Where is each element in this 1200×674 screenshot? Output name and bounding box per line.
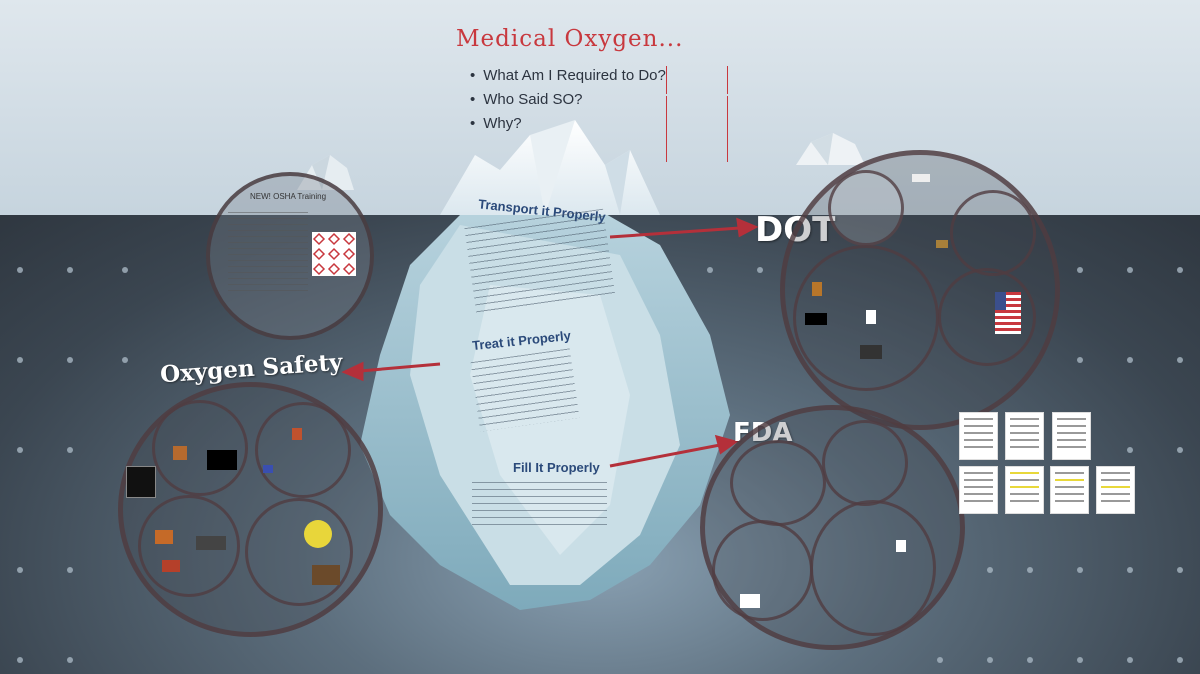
document-thumb[interactable]	[1050, 466, 1089, 514]
section-heading-fill[interactable]: Fill It Properly	[513, 460, 600, 475]
sea-dots	[17, 267, 1183, 663]
flag-icon	[995, 292, 1021, 334]
image-thumb	[162, 560, 180, 572]
subtopic-circle[interactable]	[828, 170, 904, 246]
question-item: Who Said SO?	[470, 88, 666, 112]
notes-box	[666, 66, 728, 94]
document-thumb[interactable]	[1005, 466, 1044, 514]
notes-box	[666, 128, 728, 162]
image-thumb	[292, 428, 302, 440]
hazard-icon	[312, 232, 356, 276]
presentation-title: Medical Oxygen...	[456, 26, 684, 52]
document-thumb[interactable]	[959, 412, 998, 460]
image-thumb	[896, 540, 906, 552]
subtopic-circle[interactable]	[938, 268, 1036, 366]
image-thumb	[312, 565, 340, 585]
image-thumb	[812, 282, 822, 296]
fill-notes	[472, 482, 607, 527]
osha-title: NEW! OSHA Training	[250, 192, 327, 201]
image-thumb	[912, 174, 930, 182]
image-thumb	[173, 446, 187, 460]
subtopic-circle[interactable]	[793, 245, 939, 391]
subtopic-circle[interactable]	[822, 420, 908, 506]
image-thumb	[936, 240, 948, 248]
osha-notes	[228, 212, 308, 292]
subtopic-circle[interactable]	[810, 500, 936, 636]
image-thumb	[126, 466, 156, 498]
image-thumb	[805, 313, 827, 325]
image-thumb	[263, 465, 273, 473]
document-thumb[interactable]	[1052, 412, 1091, 460]
cloud-icon	[796, 133, 865, 165]
notes-box	[666, 96, 728, 128]
image-thumb	[196, 536, 226, 550]
image-thumb	[860, 345, 882, 359]
subtopic-circle[interactable]	[712, 520, 813, 621]
question-list: What Am I Required to Do? Who Said SO? W…	[470, 64, 666, 136]
document-thumb[interactable]	[959, 466, 998, 514]
subtopic-circle[interactable]	[245, 498, 353, 606]
subtopic-circle[interactable]	[950, 190, 1036, 276]
image-thumb	[155, 530, 173, 544]
image-thumb	[866, 310, 876, 324]
subtopic-circle[interactable]	[730, 440, 826, 526]
subtopic-circle[interactable]	[152, 400, 248, 496]
image-thumb	[740, 594, 760, 608]
subtopic-circle[interactable]	[138, 495, 240, 597]
image-thumb	[304, 520, 332, 548]
document-thumb[interactable]	[1096, 466, 1135, 514]
question-item: What Am I Required to Do?	[470, 64, 666, 88]
document-thumb[interactable]	[1005, 412, 1044, 460]
question-item: Why?	[470, 112, 666, 136]
subtopic-circle[interactable]	[255, 402, 351, 498]
image-thumb	[207, 450, 237, 470]
